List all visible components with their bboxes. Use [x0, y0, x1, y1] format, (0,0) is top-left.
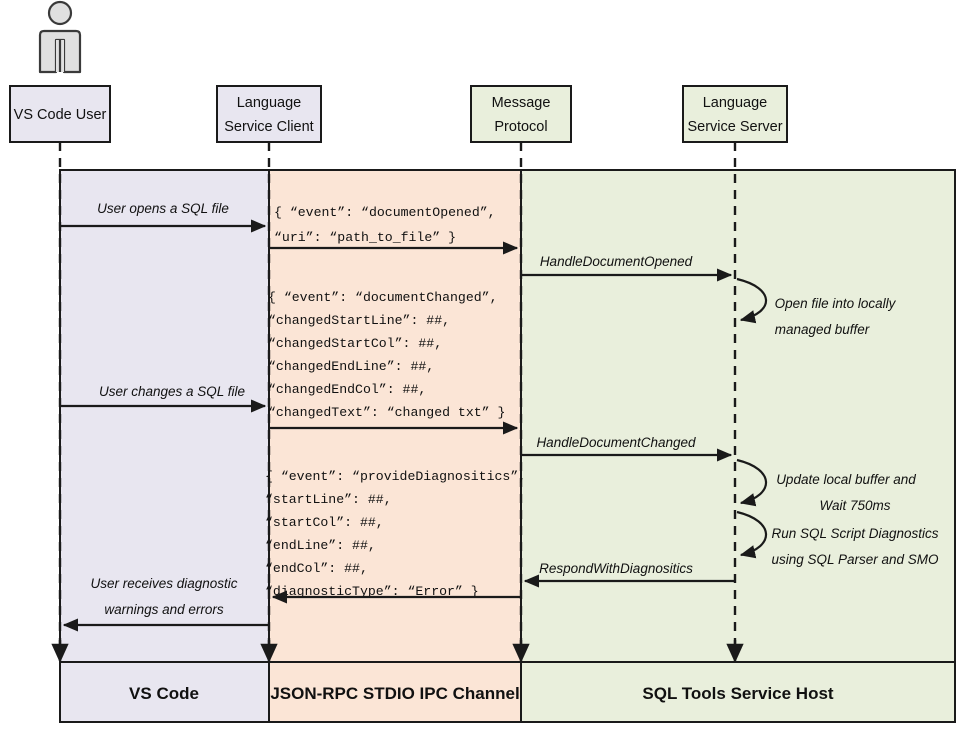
footer-label-vs-code: VS Code	[129, 684, 199, 703]
lifeline-header-language-service-server[interactable]: Language Service Server	[682, 85, 788, 143]
payload-line: “diagnosticType”: “Error” }	[265, 584, 479, 599]
message-handle-document-opened: HandleDocumentOpened	[521, 254, 733, 282]
message-handle-document-changed: HandleDocumentChanged	[521, 435, 733, 462]
message-label-user-receives-diagnostics-line1: User receives diagnostic	[90, 576, 237, 591]
lifeline-label-language-service-client-line1: Language	[237, 95, 302, 111]
message-label-handle-document-changed: HandleDocumentChanged	[536, 435, 696, 450]
message-user-changes-file: User changes a SQL file	[60, 384, 267, 413]
payload-line: “endCol”: ##,	[265, 561, 368, 576]
arrow-update-buffer-loop	[736, 458, 768, 507]
band-group	[59, 169, 956, 663]
message-respond-with-diagnositics: RespondWithDiagnositics	[523, 561, 735, 588]
message-label-user-changes-file: User changes a SQL file	[99, 384, 245, 399]
lifeline-terminators	[51, 640, 744, 663]
lifeline-label-language-service-server-line2: Service Server	[687, 119, 782, 135]
lifeline-label-message-protocol-line2: Protocol	[494, 119, 547, 135]
message-label-handle-document-opened: HandleDocumentOpened	[540, 254, 693, 269]
self-loop-label-run-diagnostics-line1: Run SQL Script Diagnostics	[771, 526, 938, 541]
footer-label-json-rpc: JSON-RPC STDIO IPC Channel	[270, 684, 519, 703]
message-label-respond-with-diagnositics: RespondWithDiagnositics	[539, 561, 693, 576]
self-loop-update-buffer: Update local buffer and Wait 750ms	[736, 458, 916, 513]
band-vscode	[59, 169, 270, 663]
message-user-opens-file: User opens a SQL file	[60, 201, 267, 233]
self-loop-label-update-buffer-line1: Update local buffer and	[776, 472, 916, 487]
footer-label-sql-tools: SQL Tools Service Host	[642, 684, 833, 703]
payload-provide-diagnositics: { “event”: “provideDiagnositics”, “start…	[265, 469, 526, 599]
lifeline-header-message-protocol[interactable]: Message Protocol	[470, 85, 572, 143]
message-label-user-receives-diagnostics-line2: warnings and errors	[104, 602, 224, 617]
payload-line: “changedEndLine”: ##,	[268, 359, 434, 374]
message-user-receives-diagnostics: User receives diagnostic warnings and er…	[62, 576, 269, 632]
footer-group: VS Code JSON-RPC STDIO IPC Channel SQL T…	[59, 661, 956, 723]
lifeline-header-vs-code-user[interactable]: VS Code User	[9, 85, 111, 143]
arrow-open-file-loop	[736, 277, 768, 324]
lifeline-label-message-protocol-line1: Message	[492, 95, 551, 111]
self-loop-label-open-file-line1: Open file into locally	[775, 296, 897, 311]
footer-box-vs-code[interactable]	[59, 661, 270, 723]
actor-figure	[38, 0, 82, 74]
payload-line: “startLine”: ##,	[265, 492, 392, 507]
band-ipc	[268, 169, 522, 663]
payload-line: “changedStartCol”: ##,	[268, 336, 442, 351]
lifeline-label-language-service-server-line1: Language	[703, 95, 768, 111]
footer-box-sql-tools[interactable]	[520, 661, 956, 723]
lifeline-header-language-service-client[interactable]: Language Service Client	[216, 85, 322, 143]
payload-line: { “event”: “documentChanged”,	[268, 290, 498, 305]
self-loop-label-run-diagnostics-line2: using SQL Parser and SMO	[771, 552, 939, 567]
band-host	[520, 169, 956, 663]
payload-line: “startCol”: ##,	[265, 515, 384, 530]
self-loop-label-open-file-line2: managed buffer	[775, 322, 870, 337]
lifeline-label-language-service-client-line2: Service Client	[224, 119, 313, 135]
payload-line: { “event”: “documentOpened”,	[274, 205, 496, 220]
self-loop-label-update-buffer-line2: Wait 750ms	[819, 498, 890, 513]
payload-document-changed: { “event”: “documentChanged”, “changedSt…	[268, 290, 505, 420]
self-loop-run-diagnostics: Run SQL Script Diagnostics using SQL Par…	[736, 510, 939, 567]
lifeline-label-vs-code-user: VS Code User	[14, 107, 107, 123]
payload-line: “endLine”: ##,	[265, 538, 376, 553]
lifeline-lines	[58, 142, 737, 655]
payload-line: “uri”: “path_to_file” }	[274, 230, 456, 245]
payload-line: “changedStartLine”: ##,	[268, 313, 450, 328]
payload-line: “changedEndCol”: ##,	[268, 382, 426, 397]
payload-document-opened: { “event”: “documentOpened”, “uri”: “pat…	[274, 205, 496, 245]
arrow-run-diagnostics-loop	[736, 510, 768, 559]
self-loop-open-file: Open file into locally managed buffer	[736, 277, 897, 337]
message-label-user-opens-file: User opens a SQL file	[97, 201, 229, 216]
payload-line: “changedText”: “changed txt” }	[268, 405, 505, 420]
payload-line: { “event”: “provideDiagnositics”,	[265, 469, 526, 484]
